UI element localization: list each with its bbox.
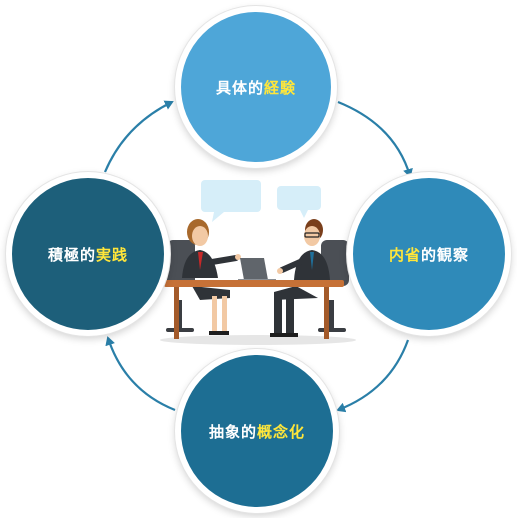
- node-abstract-conceptualization: 抽象的概念化: [175, 349, 339, 513]
- node-label: 抽象的概念化: [208, 422, 306, 441]
- laptop-icon: [238, 258, 276, 282]
- speech-bubble-left-icon: [201, 180, 261, 222]
- woman-figure-icon: [182, 219, 241, 335]
- node-reflective-observation: 内省的観察: [347, 172, 511, 336]
- table-top: [164, 280, 344, 287]
- node-concrete-experience: 具体的経験: [175, 6, 337, 168]
- node-label: 具体的経験: [215, 78, 297, 97]
- floor-shadow: [160, 335, 356, 345]
- man-figure-icon: [270, 219, 330, 337]
- arrow-left-to-top: [103, 100, 174, 173]
- arrow-bottom-to-left: [105, 336, 176, 412]
- arrow-right-to-bottom: [336, 339, 410, 413]
- node-active-experimentation: 積極的実践: [6, 172, 170, 336]
- arrow-top-to-right: [337, 100, 413, 178]
- speech-bubble-right-icon: [277, 186, 321, 218]
- node-label: 積極的実践: [47, 245, 129, 264]
- node-label: 内省的観察: [388, 245, 470, 264]
- table-leg-left: [174, 284, 179, 339]
- table-leg-right: [324, 284, 329, 339]
